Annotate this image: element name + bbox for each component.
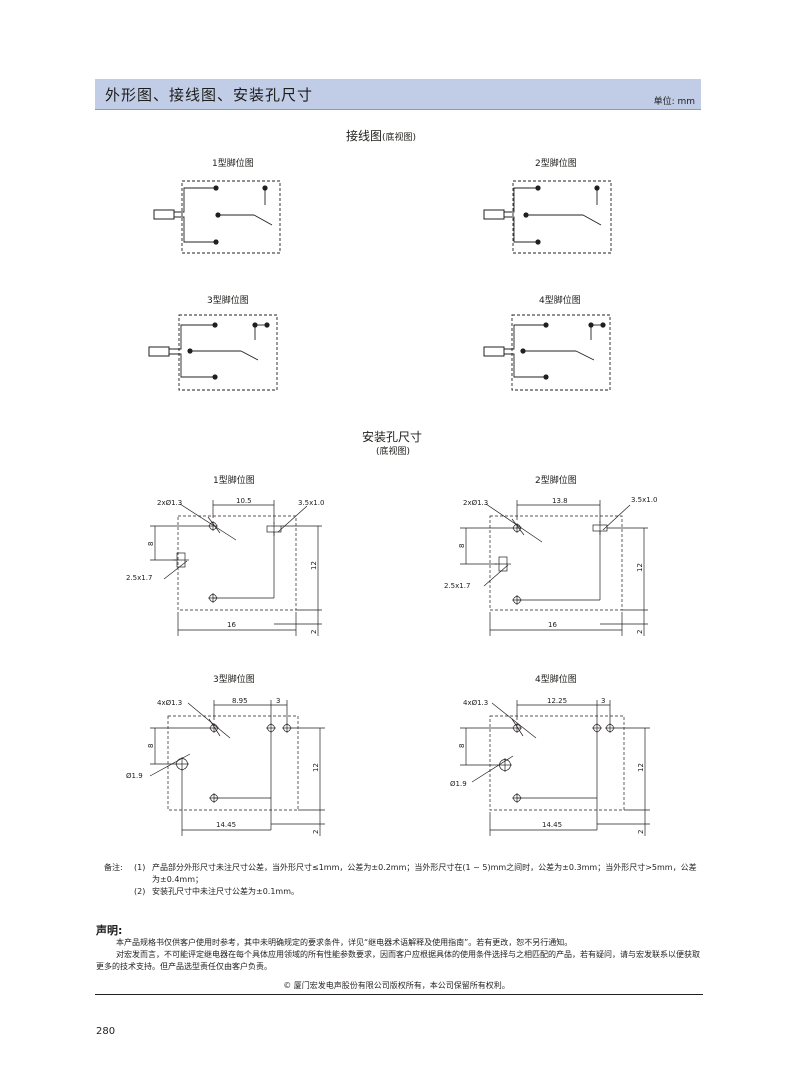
dim-bottom: 14.45 bbox=[542, 821, 562, 829]
dim-12: 12 bbox=[636, 563, 644, 572]
dim-2: 2 bbox=[312, 830, 320, 834]
mounting-diagram-3: 4xØ1.3 8.95 3 Ø1.9 8 12 2 14.45 bbox=[126, 697, 325, 836]
mounting-diagram-1: 2xØ1.3 10.5 3.5x1.0 2.5x1.7 8 12 2 16 bbox=[126, 497, 324, 636]
wiring-diagram-4 bbox=[483, 314, 611, 391]
notes-lead: 备注: bbox=[104, 863, 123, 872]
notes: 备注: (1) 产品部分外形尺寸未注尺寸公差，当外形尺寸≤1mm，公差为±0.2… bbox=[104, 862, 704, 898]
spacing-dim: 13.8 bbox=[552, 497, 568, 505]
dim-12: 12 bbox=[312, 763, 320, 772]
note-text: 安装孔尺寸中未注尺寸公差为±0.1mm。 bbox=[152, 887, 300, 896]
pitch-dim: 3 bbox=[276, 697, 280, 705]
declaration-paragraph: 本产品规格书仅供客户使用时参考，其中未明确规定的要求条件，详见“继电器术语解释及… bbox=[116, 938, 573, 947]
wiring-title: 接线图(底视图) bbox=[346, 127, 416, 144]
wiring-label-4: 4型脚位图 bbox=[539, 296, 581, 306]
slot-callout: 3.5x1.0 bbox=[631, 496, 657, 504]
side-callout: 2.5x1.7 bbox=[126, 574, 152, 582]
hole-callout: 4xØ1.3 bbox=[157, 699, 182, 707]
hole-callout: 2xØ1.3 bbox=[157, 499, 182, 507]
dim-8: 8 bbox=[147, 542, 155, 546]
mounting-label-3: 3型脚位图 bbox=[213, 675, 255, 685]
dim-bottom: 14.45 bbox=[216, 821, 236, 829]
pitch-dim: 3 bbox=[601, 697, 605, 705]
note-row-2: (2) 安装孔尺寸中未注尺寸公差为±0.1mm。 bbox=[104, 886, 704, 898]
note-number: (2) bbox=[134, 887, 146, 896]
mounting-subtitle: (底视图) bbox=[376, 447, 411, 457]
dim-bottom: 16 bbox=[548, 621, 557, 629]
slot-callout: 3.5x1.0 bbox=[298, 499, 324, 507]
declaration-paragraph: 对宏发而言，不可能评定继电器在每个具体应用领域的所有性能参数要求，因而客户应根据… bbox=[96, 950, 700, 971]
wiring-diagram-3 bbox=[148, 314, 278, 391]
dim-12: 12 bbox=[637, 763, 645, 772]
note-text: 产品部分外形尺寸未注尺寸公差，当外形尺寸≤1mm，公差为±0.2mm；当外形尺寸… bbox=[152, 863, 697, 884]
dim-8: 8 bbox=[458, 744, 466, 748]
mounting-label-4: 4型脚位图 bbox=[535, 675, 577, 685]
side-callout: Ø1.9 bbox=[450, 780, 467, 788]
hole-callout: 2xØ1.3 bbox=[463, 499, 488, 507]
side-callout: 2.5x1.7 bbox=[444, 582, 470, 590]
side-callout: Ø1.9 bbox=[126, 772, 143, 780]
wiring-label-1: 1型脚位图 bbox=[212, 159, 254, 169]
page-number: 280 bbox=[96, 1026, 116, 1037]
spacing-dim: 12.25 bbox=[547, 697, 567, 705]
note-row-1: 备注: (1) 产品部分外形尺寸未注尺寸公差，当外形尺寸≤1mm，公差为±0.2… bbox=[104, 862, 704, 886]
wiring-label-3: 3型脚位图 bbox=[207, 296, 249, 306]
dim-12: 12 bbox=[310, 561, 318, 570]
hole-callout: 4xØ1.3 bbox=[463, 699, 488, 707]
dim-8: 8 bbox=[458, 544, 466, 548]
footer-divider bbox=[95, 994, 703, 995]
wiring-subtitle: (底视图) bbox=[382, 133, 417, 143]
mounting-diagram-4: 4xØ1.3 12.25 3 Ø1.9 8 12 2 14.45 bbox=[450, 697, 650, 836]
dim-2: 2 bbox=[637, 830, 645, 834]
section-title: 外形图、接线图、安装孔尺寸 bbox=[105, 86, 314, 104]
mounting-label-1: 1型脚位图 bbox=[213, 476, 255, 486]
declaration-title: 声明: bbox=[96, 924, 123, 937]
note-number: (1) bbox=[134, 863, 146, 872]
copyright-notice: © 厦门宏发电声股份有限公司版权所有，本公司保留所有权利。 bbox=[283, 981, 510, 990]
wiring-title-text: 接线图 bbox=[346, 129, 383, 143]
section-header: 外形图、接线图、安装孔尺寸 单位: mm bbox=[95, 79, 701, 110]
declaration-body: 本产品规格书仅供客户使用时参考，其中未明确规定的要求条件，详见“继电器术语解释及… bbox=[96, 937, 704, 973]
dim-8: 8 bbox=[147, 744, 155, 748]
dim-2: 2 bbox=[636, 630, 644, 634]
wiring-label-2: 2型脚位图 bbox=[535, 159, 577, 169]
spacing-dim: 10.5 bbox=[236, 497, 252, 505]
wiring-diagram-1 bbox=[153, 180, 281, 254]
dim-bottom: 16 bbox=[227, 621, 236, 629]
unit-label: 单位: mm bbox=[653, 97, 695, 107]
mounting-title: 安装孔尺寸 bbox=[362, 430, 423, 444]
mounting-diagram-2: 2xØ1.3 13.8 3.5x1.0 2.5x1.7 8 12 2 16 bbox=[444, 496, 657, 636]
wiring-diagram-2 bbox=[483, 180, 612, 254]
spacing-dim: 8.95 bbox=[232, 697, 248, 705]
mounting-label-2: 2型脚位图 bbox=[535, 476, 577, 486]
dim-2: 2 bbox=[310, 630, 318, 634]
